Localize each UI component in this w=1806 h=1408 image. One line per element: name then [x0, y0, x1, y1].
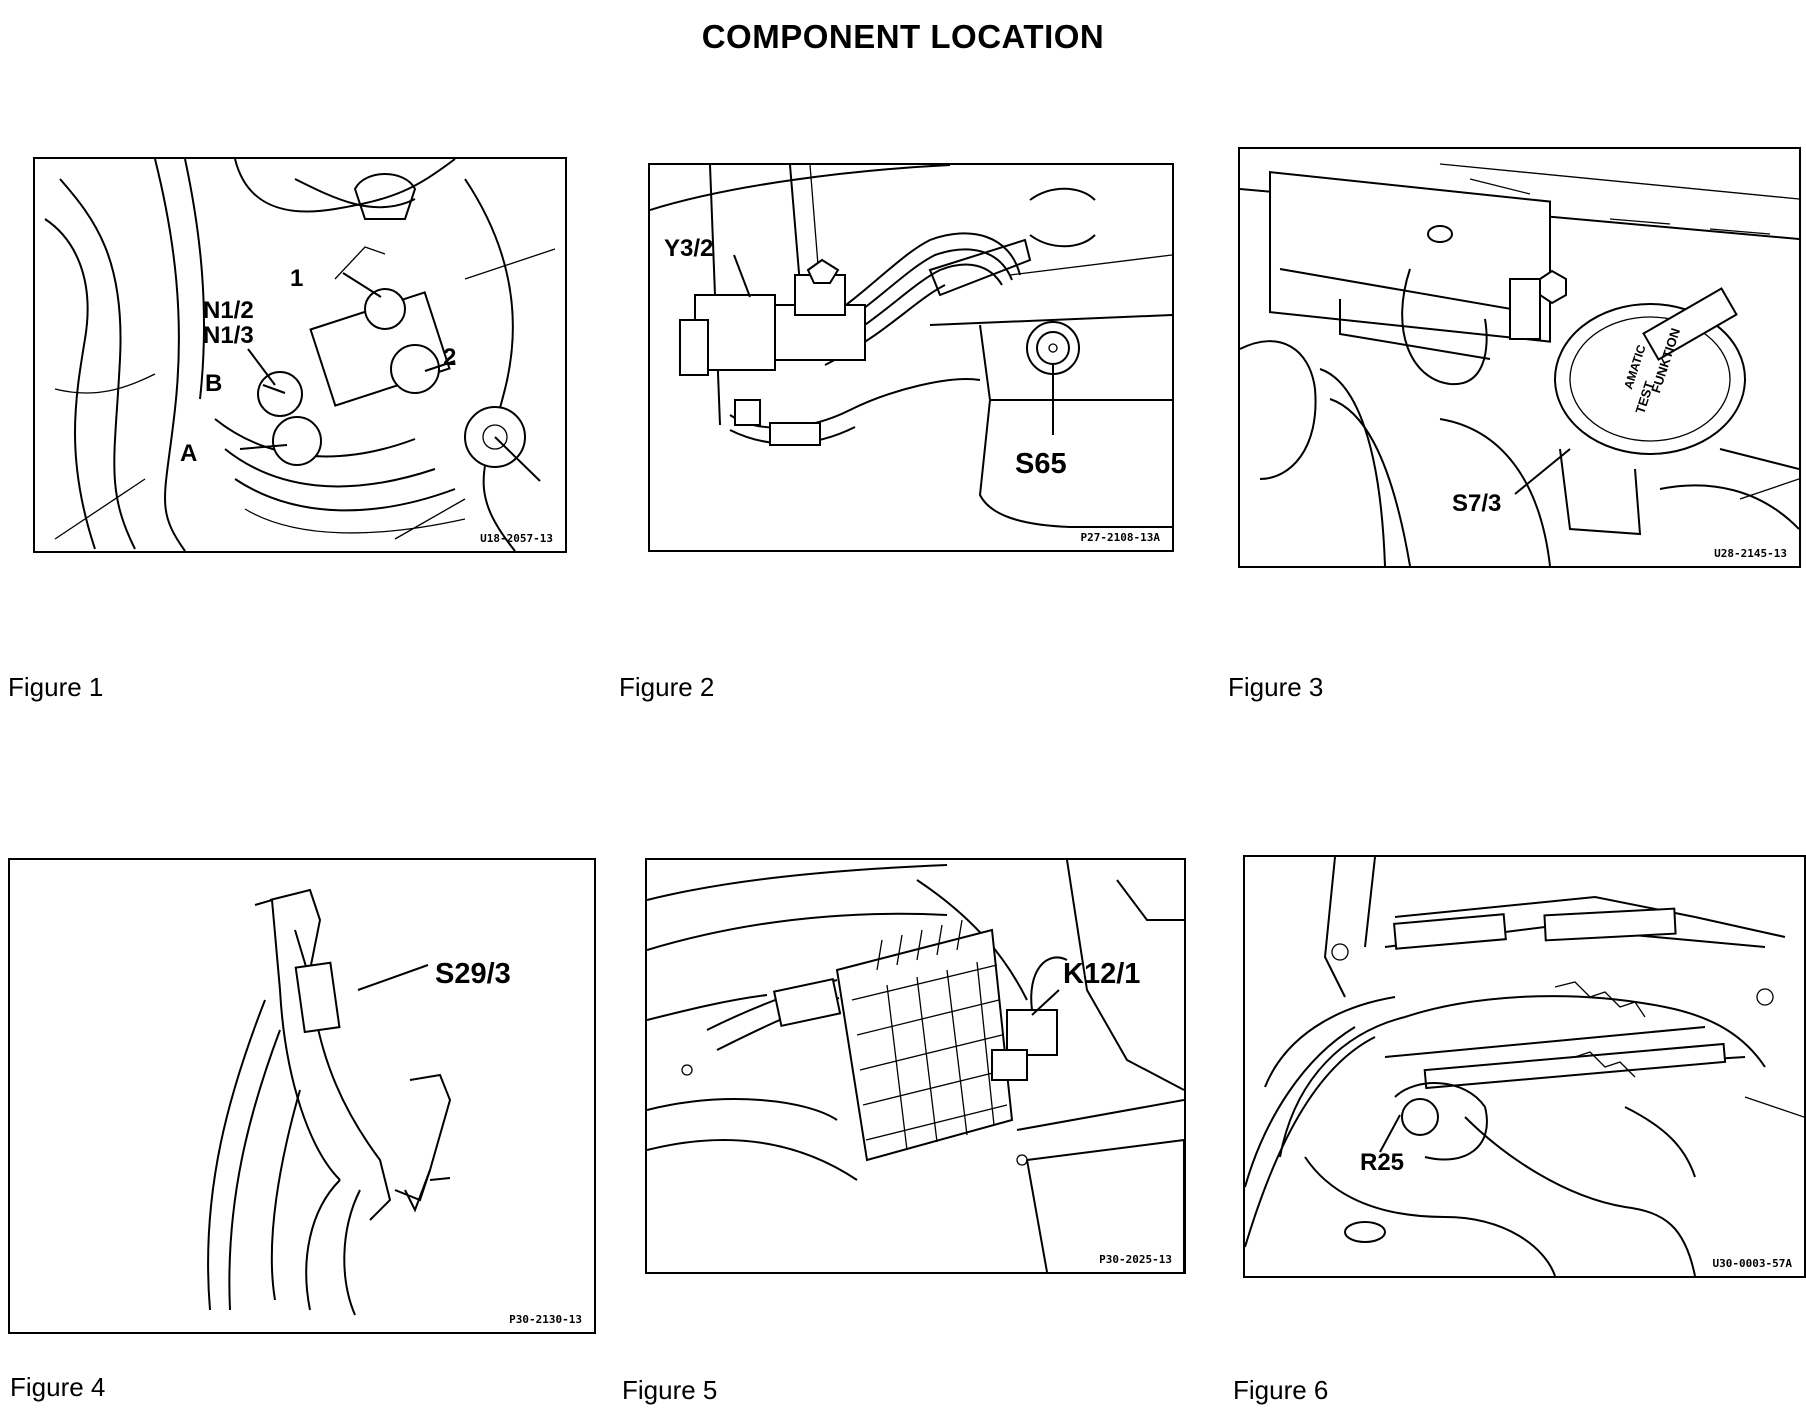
figure-3-illustration: TEST FUNKTION AMATIC S7/3 U28-2145-13 [1238, 147, 1801, 568]
figure-5-illustration: K12/1 P30-2025-13 [645, 858, 1186, 1274]
figure-4-callout-s29-3: S29/3 [435, 958, 511, 990]
figure-5-reference-code: P30-2025-13 [1099, 1253, 1172, 1266]
figure-1-callout-n1-3: N1/3 [203, 322, 254, 349]
figure-1-callout-2: 2 [443, 344, 457, 371]
figure-6-drawing [1245, 857, 1804, 1276]
figure-3-caption: Figure 3 [1228, 672, 1324, 702]
figure-3-callout-s7-3: S7/3 [1452, 490, 1502, 517]
page-title: COMPONENT LOCATION [701, 18, 1105, 55]
figure-1-callout-n1-2: N1/2 [203, 297, 254, 324]
figure-6-illustration: R25 U30-0003-57A [1243, 855, 1806, 1278]
figure-4-caption: Figure 4 [10, 1372, 106, 1402]
figure-1-callout-b: B [205, 370, 223, 397]
figure-4-drawing [10, 860, 594, 1332]
figure-3-reference-code: U28-2145-13 [1714, 547, 1787, 560]
figure-5-drawing [647, 860, 1184, 1272]
figure-1-callout-a: A [180, 440, 198, 467]
figure-3-drawing [1240, 149, 1799, 566]
figure-1-illustration: N1/2 N1/3 1 2 B A U18-2057-13 [33, 157, 567, 553]
figure-6-callout-r25: R25 [1360, 1149, 1405, 1176]
figure-1-drawing [35, 159, 565, 551]
figure-6-reference-code: U30-0003-57A [1712, 1257, 1792, 1270]
figure-2-caption: Figure 2 [619, 672, 715, 702]
figure-5-caption: Figure 5 [622, 1375, 718, 1405]
figure-5-callout-k12-1: K12/1 [1063, 958, 1141, 990]
figure-1-caption: Figure 1 [8, 672, 104, 702]
figure-2-callout-y3-2: Y3/2 [664, 235, 714, 262]
figure-2-illustration: Y3/2 S65 P27-2108-13A [648, 163, 1174, 552]
figure-1-reference-code: U18-2057-13 [480, 532, 553, 545]
figure-2-callout-s65: S65 [1015, 448, 1067, 480]
figure-6-caption: Figure 6 [1233, 1375, 1329, 1405]
figure-4-reference-code: P30-2130-13 [509, 1313, 582, 1326]
figure-2-reference-code: P27-2108-13A [1080, 531, 1160, 544]
figure-4-illustration: S29/3 P30-2130-13 [8, 858, 596, 1334]
figure-1-callout-1: 1 [290, 265, 304, 292]
figure-2-drawing [650, 165, 1172, 550]
